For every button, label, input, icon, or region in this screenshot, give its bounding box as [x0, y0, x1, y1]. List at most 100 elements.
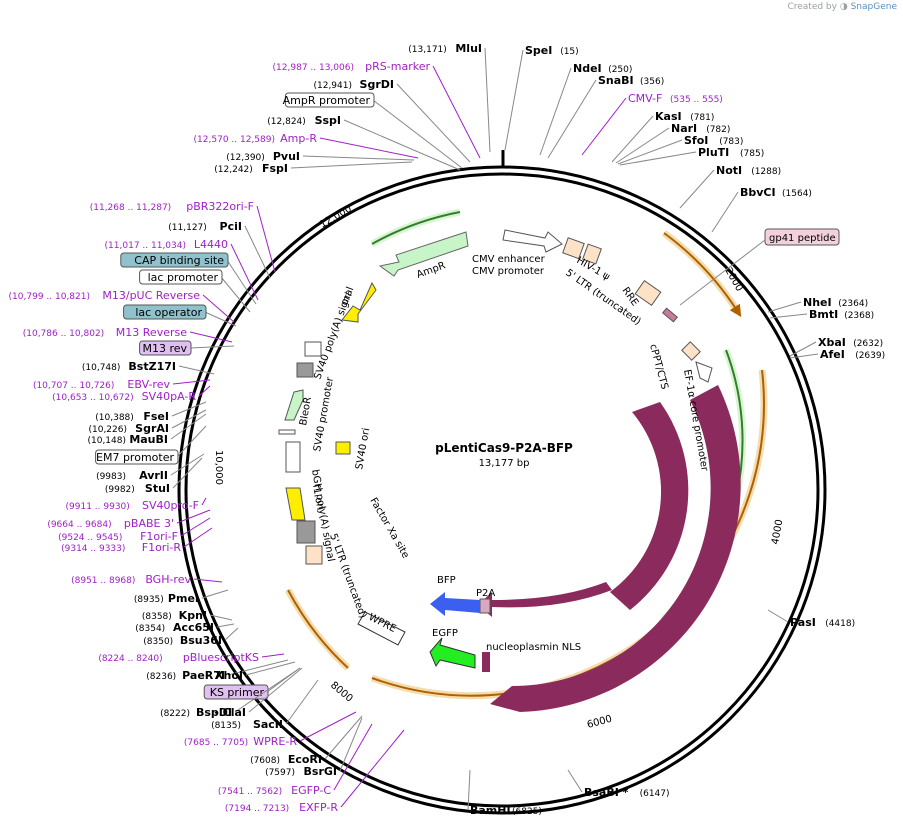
cppt-feature[interactable]: [681, 341, 701, 361]
site-m13-rev[interactable]: M13 rev: [139, 340, 235, 356]
hiv-psi-feature[interactable]: [562, 237, 585, 260]
site-pbabe-3-[interactable]: pBABE 3'(9664 .. 9684): [47, 509, 211, 530]
site-f1ori-f[interactable]: F1ori-F(9524 .. 9545): [58, 517, 211, 543]
site-mlui[interactable]: MluI(13,171): [408, 42, 491, 153]
site-cap-binding-site[interactable]: CAP binding site: [120, 252, 257, 305]
site-bmti[interactable]: BmtI(2368): [769, 308, 874, 321]
ef1a-feature[interactable]: [695, 361, 713, 383]
site-bamhi[interactable]: BamHI(6825): [467, 769, 542, 817]
cmv-enhancer-label: CMV enhancer: [472, 254, 546, 265]
site-bspdi[interactable]: BspDI(8222): [160, 667, 301, 719]
site-m13-reverse[interactable]: M13 Reverse(10,786 .. 10,802): [23, 326, 233, 343]
site-nari[interactable]: NarI(782): [615, 122, 730, 164]
site--clai[interactable]: - ClaI: [214, 667, 303, 719]
cas9-feature-outer[interactable]: [490, 385, 741, 712]
site-afei[interactable]: AfeI(2639): [789, 348, 885, 361]
site-ndei[interactable]: NdeI(250): [539, 62, 632, 156]
site-exfp-r[interactable]: EXFP-R(7194 .. 7213): [225, 729, 405, 814]
site-l4440[interactable]: L4440(11,017 .. 11,034): [105, 238, 259, 301]
site-lac-promoter[interactable]: lac promoter: [139, 269, 251, 313]
site-avrii[interactable]: AvrII(9983): [96, 453, 205, 482]
site-bsabi-[interactable]: BsaBI *(6147): [567, 769, 670, 799]
site-pluti[interactable]: PluTI(785): [619, 146, 764, 166]
cmv-enhancer-feature[interactable]: [502, 229, 563, 253]
site-name: EBV-rev: [127, 378, 170, 391]
site-name: SgrAI: [135, 422, 169, 435]
site-acc65i[interactable]: Acc65I(8354): [135, 621, 235, 634]
wpre-feature[interactable]: [357, 611, 406, 646]
site-bbvci[interactable]: BbvCI(1564): [711, 186, 812, 233]
ampr-feature[interactable]: [378, 231, 469, 277]
site-sspi[interactable]: SspI(12,824): [267, 114, 461, 171]
ltr3-feature[interactable]: [305, 545, 323, 565]
site-pbr322ori-f[interactable]: pBR322ori-F(11,268 .. 11,287): [90, 200, 276, 273]
site-prs-marker[interactable]: pRS-marker(12,987 .. 13,006): [273, 60, 481, 159]
site-name: BspDI: [196, 706, 232, 719]
site-ampr-promoter[interactable]: AmpR promoter: [283, 92, 463, 169]
site-name: M13 Reverse: [116, 326, 187, 339]
site-maubi[interactable]: MauBI(10,148): [87, 413, 207, 446]
site-bsrgi[interactable]: BsrGI(7597): [265, 717, 363, 778]
site-stui[interactable]: StuI(9982): [105, 457, 203, 495]
site-m13-puc-reverse[interactable]: M13/pUC Reverse(10,799 .. 10,821): [9, 289, 235, 323]
site-noti[interactable]: NotI(1288): [679, 164, 781, 209]
site-bstz17i[interactable]: BstZ17I(10,748): [82, 360, 215, 375]
site-ks-primer[interactable]: KS primer: [203, 667, 301, 700]
gp41-feature[interactable]: [662, 307, 678, 323]
em7-feature[interactable]: [285, 441, 301, 473]
site-bgh-rev[interactable]: BGH-rev(8951 .. 8968): [71, 573, 223, 586]
site-pvui[interactable]: PvuI(12,390): [226, 150, 415, 163]
site-paer7i[interactable]: PaeR7I(8236): [146, 659, 289, 682]
rre-feature[interactable]: [634, 280, 662, 306]
site-sv40pa-r[interactable]: SV40pA-R(10,653 .. 10,672): [52, 385, 211, 403]
site-name: pBABE 3': [124, 517, 174, 530]
m13-feature[interactable]: [304, 341, 322, 357]
ltr5-feature[interactable]: [582, 243, 602, 265]
site-pos: (8951 .. 8968): [71, 576, 135, 586]
site-kasi[interactable]: KasI(781): [611, 110, 714, 163]
site-em7-promoter[interactable]: EM7 promoter: [95, 425, 207, 465]
site-wpre-r[interactable]: WPRE-R(7685 .. 7705): [184, 711, 357, 748]
site-sgrdi[interactable]: SgrDI(12,941): [313, 78, 471, 163]
site-f1ori-r[interactable]: F1ori-R(9314 .. 9333): [61, 527, 213, 554]
site-lac-operator[interactable]: lac operator: [123, 304, 237, 327]
f1-ori-feature[interactable]: [285, 487, 306, 521]
bfp-feature[interactable]: [430, 592, 480, 616]
site-pcii[interactable]: PciI(11,127): [168, 220, 271, 279]
site-sacii[interactable]: SacII(8135): [211, 679, 319, 731]
sv40-pa-feature[interactable]: [296, 362, 314, 378]
bgh-feature[interactable]: [296, 520, 316, 544]
site-spei[interactable]: SpeI(15): [504, 44, 579, 151]
gp41-peptide-tag[interactable]: [764, 228, 840, 246]
site-sv40pro-f[interactable]: SV40pro-F(9911 .. 9930): [66, 497, 207, 512]
site-fsei[interactable]: FseI(10,388): [95, 401, 207, 423]
site-pmei[interactable]: PmeI(8935): [134, 589, 229, 605]
site-ecori[interactable]: EcoRI(7608): [250, 715, 363, 766]
site-amp-r[interactable]: Amp-R(12,570 .. 12,589): [194, 132, 419, 159]
site-ebv-rev[interactable]: EBV-rev(10,707 .. 10,726): [33, 378, 211, 391]
site-xbai[interactable]: XbaI(2632): [789, 336, 883, 357]
p2a-feature[interactable]: [479, 598, 491, 614]
site-sgrai[interactable]: SgrAI(10,226): [88, 409, 207, 435]
bleor-feature[interactable]: [284, 389, 304, 421]
site-egfp-c[interactable]: EGFP-C(7541 .. 7562): [218, 723, 373, 797]
site-name: - XhoI: [207, 669, 243, 682]
site-pos: (10,388): [95, 413, 134, 423]
site-bsu36i[interactable]: Bsu36I(8350): [143, 627, 239, 647]
site-pbluescriptks[interactable]: pBluescriptKS(8224 .. 8240): [98, 651, 285, 664]
sv40-ori-feature[interactable]: [335, 441, 351, 455]
site--xhoi[interactable]: - XhoI: [207, 661, 296, 682]
ori-feature[interactable]: [341, 281, 377, 323]
site-sfoi[interactable]: SfoI(783): [617, 134, 743, 165]
site-fspi[interactable]: FspI(12,242): [214, 161, 413, 175]
site-pasi[interactable]: PasI(4418): [767, 609, 855, 629]
site-snabi[interactable]: SnaBI(356): [547, 74, 664, 159]
cas9-feature-inner[interactable]: [610, 402, 689, 610]
site-cmv-f[interactable]: CMV-F(535 .. 555): [581, 92, 723, 156]
site-nhei[interactable]: NheI(2364): [767, 296, 868, 313]
restriction-sites-right: SpeI(15)NdeI(250)SnaBI(356)CMV-F(535 .. …: [467, 44, 885, 817]
nls-feature[interactable]: [482, 652, 490, 672]
egfp-feature[interactable]: [429, 637, 476, 669]
site-kpni[interactable]: KpnI(8358): [142, 609, 233, 622]
